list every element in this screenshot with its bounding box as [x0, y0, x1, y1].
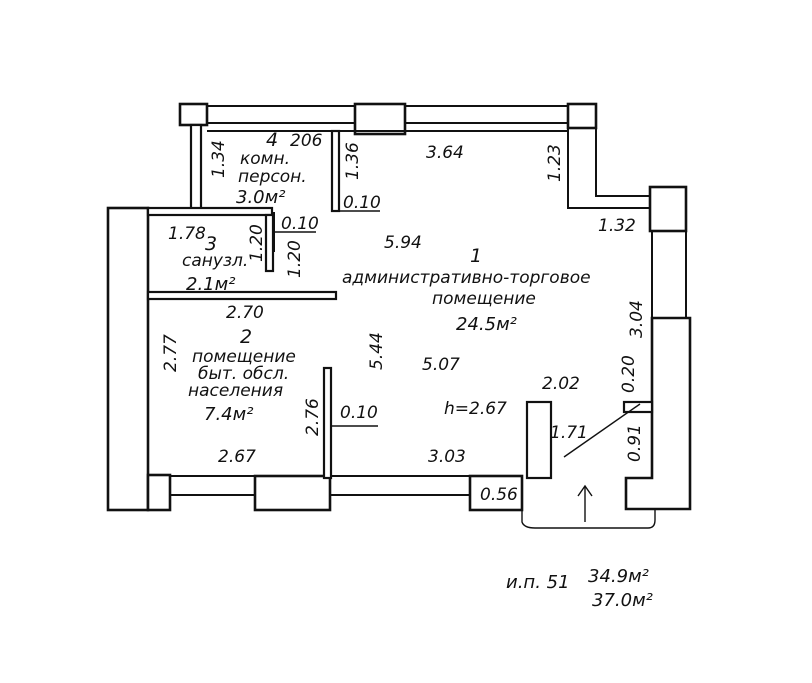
- dim-206: 206: [290, 131, 323, 151]
- partition-room3-bottom: [146, 290, 338, 301]
- entrance-arrow-head: [577, 484, 593, 497]
- diagonal-leader: [563, 403, 641, 458]
- dim-123: 1.23: [545, 144, 565, 182]
- room2-name-line3: населения: [188, 381, 283, 401]
- dim-270: 2.70: [226, 303, 264, 323]
- wall-right-top-block: [648, 185, 688, 233]
- room2-name-line1: помещение: [192, 347, 296, 367]
- legend-area-main: 34.9м²: [588, 566, 649, 587]
- walls: [106, 102, 692, 529]
- partition-stub-right: [622, 400, 654, 414]
- dim-277: 2.77: [161, 334, 181, 372]
- dim-364: 3.64: [426, 143, 464, 163]
- legend-label: и.п. 51: [506, 572, 570, 593]
- room-labels: 1 административно-торговое помещение 24.…: [182, 129, 591, 425]
- dim-267-bottom: 2.67: [218, 447, 256, 467]
- dim-171: 1.71: [550, 423, 588, 443]
- room3-number: 3: [205, 233, 217, 255]
- partition-room4-left: [189, 123, 203, 215]
- partition-post: [525, 400, 553, 480]
- wall-bottom-middle-block: [468, 474, 524, 512]
- wall-bottom-left-block: [253, 474, 332, 512]
- dim-136: 1.36: [343, 142, 363, 180]
- dim-010-top: 0.10: [343, 193, 381, 213]
- room3-name: санузл.: [182, 251, 248, 271]
- dim-010-bottom: 0.10: [340, 403, 378, 423]
- room2-number: 2: [240, 326, 252, 348]
- dim-056: 0.56: [480, 485, 518, 505]
- room4-number: 4: [266, 129, 278, 151]
- room1-name-line2: помещение: [432, 289, 536, 309]
- partition-room2-right: [322, 366, 333, 480]
- dim-091: 0.91: [625, 424, 645, 462]
- partition-room4-bottom: [146, 206, 274, 217]
- partition-room4-right: [330, 129, 341, 213]
- wall-top-right: [566, 102, 598, 130]
- dim-020: 0.20: [619, 355, 639, 393]
- room1-area: 24.5м²: [456, 314, 517, 335]
- wall-top-middle: [353, 102, 407, 136]
- dim-134: 1.34: [209, 140, 229, 178]
- room2-area: 7.4м²: [204, 404, 253, 425]
- room1-number: 1: [470, 245, 482, 267]
- room4-name-line2: персон.: [238, 167, 307, 187]
- dim-304: 3.04: [627, 300, 647, 338]
- dim-303: 3.03: [428, 447, 466, 467]
- partition-room3-right: [264, 213, 275, 273]
- dim-120-b: 1.20: [285, 240, 305, 278]
- room3-area: 2.1м²: [186, 274, 235, 295]
- wall-right-upper-outer: [595, 128, 650, 197]
- room4-name-line1: комн.: [240, 149, 290, 169]
- dim-178: 1.78: [168, 224, 206, 244]
- entrance-step: [521, 510, 656, 529]
- dim-120-a: 1.20: [247, 224, 267, 262]
- dim-132: 1.32: [598, 216, 636, 236]
- dim-202: 2.02: [542, 374, 580, 394]
- wall-left-bottom: [146, 473, 172, 512]
- dim-594: 5.94: [384, 233, 422, 253]
- wall-left-outer: [106, 206, 150, 512]
- legend-area-total: 37.0м²: [592, 590, 653, 611]
- legend: и.п. 51 34.9м² 37.0м²: [506, 566, 653, 611]
- dim-507: 5.07: [422, 355, 460, 375]
- ceiling-height: h=2.67: [444, 399, 507, 419]
- partitions: [146, 123, 654, 480]
- dim-544: 5.44: [367, 332, 387, 370]
- dimension-labels: 206 1.34 1.36 3.64 1.23 0.10 0.10 1.78 1…: [161, 131, 647, 505]
- room4-area: 3.0м²: [236, 187, 285, 208]
- wall-top-left: [178, 102, 209, 127]
- dim-010-mid: 0.10: [281, 214, 319, 234]
- room1-name-line1: административно-торговое: [342, 268, 591, 288]
- dim-276: 2.76: [303, 398, 323, 436]
- room2-name-line2: быт. обсл.: [198, 364, 289, 384]
- wall-right-bottom-block: [624, 316, 692, 511]
